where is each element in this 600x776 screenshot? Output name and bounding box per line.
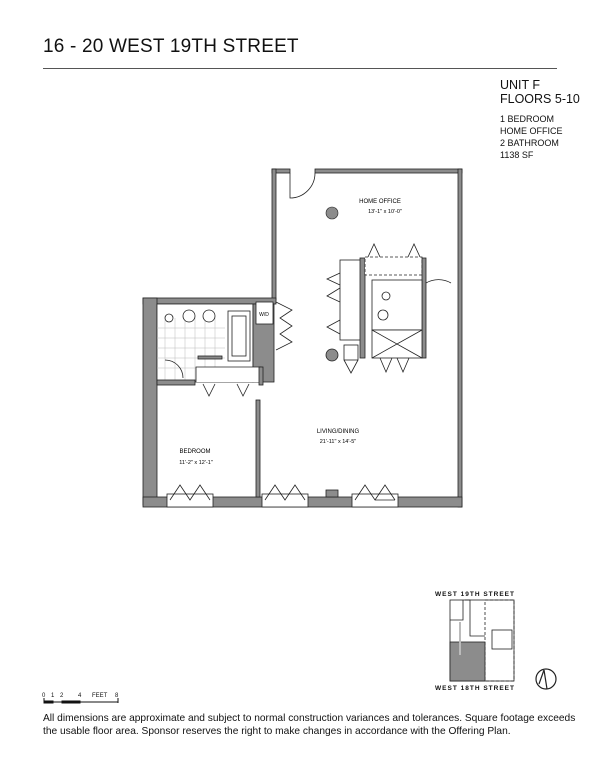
north-arrow-icon [535,668,557,690]
unit-name: UNIT F [500,78,541,92]
wd-label: W/D [259,312,269,318]
unit-bedrooms: 1 BEDROOM [500,114,555,124]
windows [166,484,399,508]
scale-label: 8 [115,693,119,699]
column [325,206,339,220]
unit-area: 1138 SF [500,150,534,160]
scale-bar [43,698,119,704]
scale-labels: 0 1 2 4 FEET 8 [42,693,119,699]
home-office-label: HOME OFFICE [359,199,401,205]
home-office-dims: 13'-1" x 10'-0" [368,209,402,215]
scale-label: 0 [42,693,46,699]
title-divider [43,68,557,69]
closet [156,301,293,498]
entry-door [289,172,316,199]
living-label: LIVING/DINING [317,429,360,435]
kitchen-bath [325,243,452,374]
key-plan: WEST 19TH STREET WEST 18TH STREET [435,591,515,692]
scale-label: 1 [51,693,55,699]
page-title: 16 - 20 WEST 19TH STREET [43,36,299,57]
unit-heading: UNIT F FLOORS 5-10 [500,78,580,106]
scale-label: 4 [78,693,82,699]
scale-label: FEET [92,693,108,699]
unit-details: 1 BEDROOM HOME OFFICE 2 BATHROOM 1138 SF [500,113,563,161]
bedroom-dims: 11'-2" x 12'-1" [179,460,212,466]
south-street-label: WEST 18TH STREET [435,685,515,692]
living-dims: 21'-11" x 14'-5" [320,439,357,445]
north-street-label: WEST 19TH STREET [435,591,515,598]
unit-office: HOME OFFICE [500,126,563,136]
disclaimer: All dimensions are approximate and subje… [43,713,576,737]
bedroom-label: BEDROOM [179,449,210,455]
unit-floors: FLOORS 5-10 [500,92,580,106]
unit-bathrooms: 2 BATHROOM [500,138,559,148]
scale-label: 2 [60,693,64,699]
